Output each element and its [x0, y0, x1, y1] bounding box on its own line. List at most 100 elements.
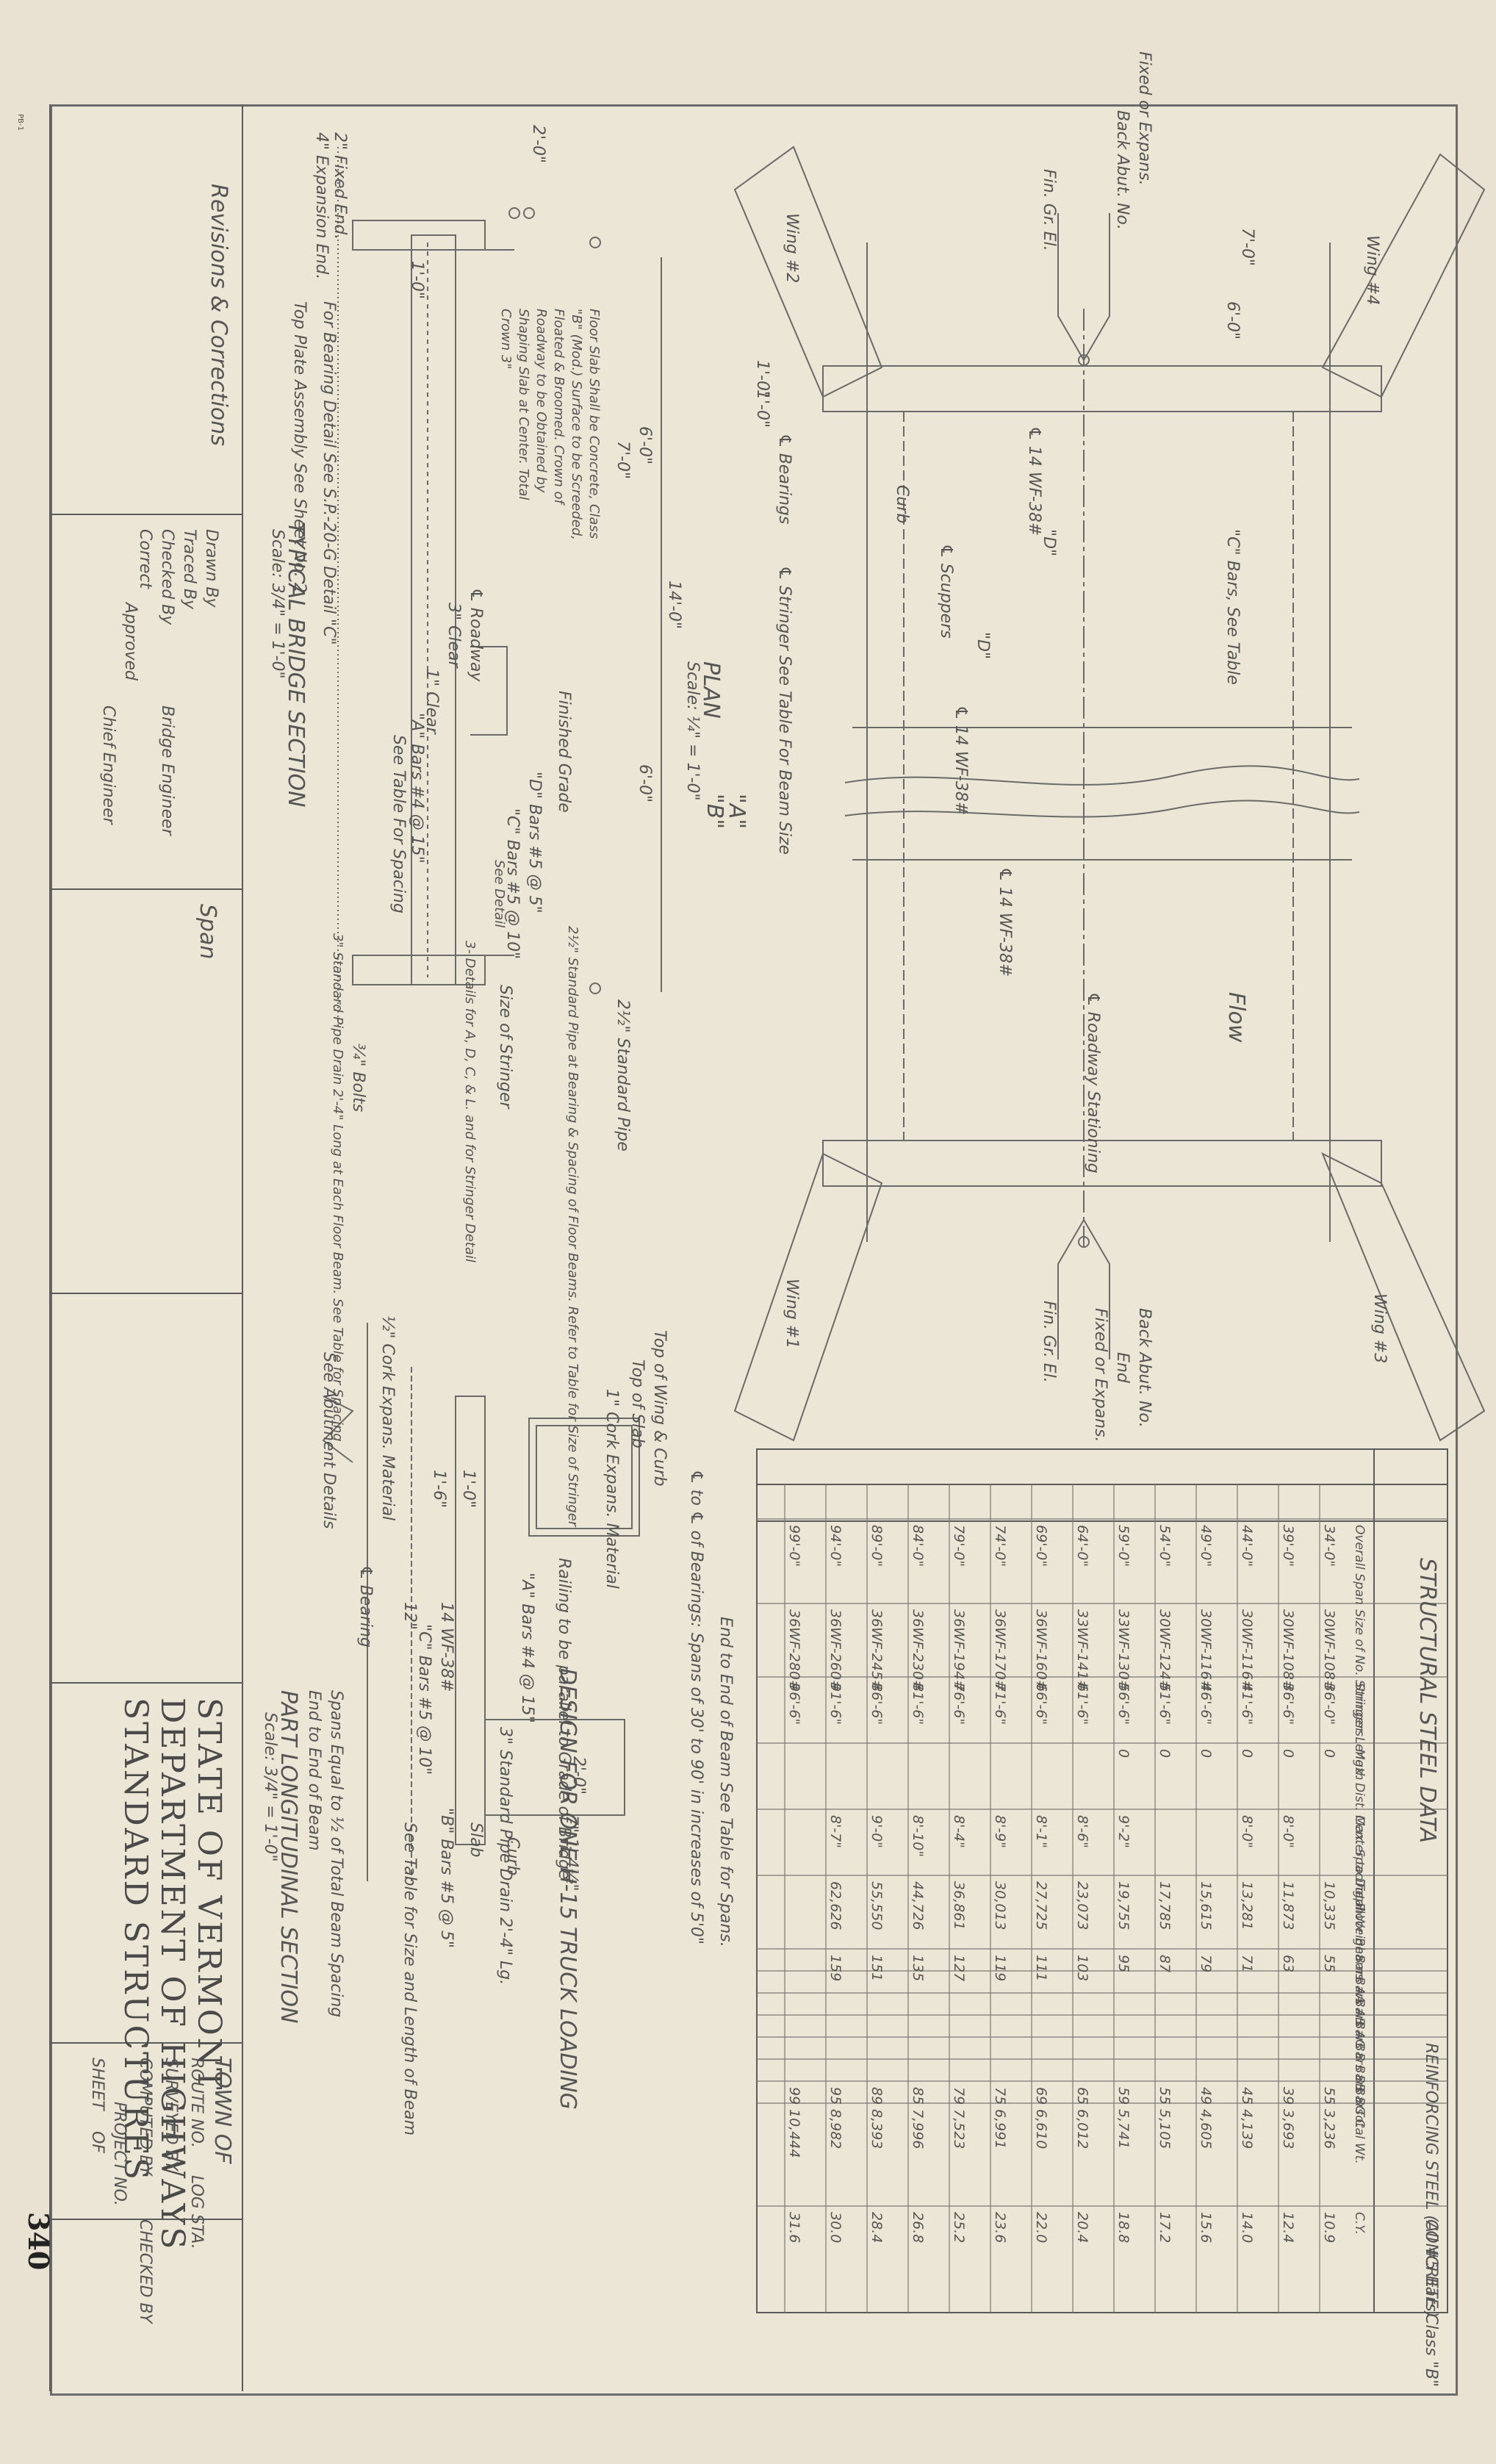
table-cell: 30WF-108# — [1321, 1609, 1337, 1692]
drawing-sheet — [50, 104, 1458, 2396]
print-stamp: PB-1 — [16, 114, 24, 131]
table-header-cell: C.Y. — [1352, 2212, 1367, 2235]
table-cell: 28.4 — [869, 2212, 885, 2244]
table-cell: 36WF-230# — [910, 1609, 926, 1692]
table-cell: 8'-4" — [951, 1815, 967, 1848]
table-cell: 19,755 — [1115, 1881, 1132, 1930]
table-cell: 10.9 — [1321, 2212, 1337, 2244]
route-label: ROUTE NO. — [187, 2058, 206, 2148]
project-label: PROJECT NO. — [110, 2102, 129, 2206]
top-slab: Top of Slab — [628, 1359, 647, 1448]
table-header-cell: Total Weight — [1352, 1881, 1367, 1960]
table-cell: 135 — [910, 1955, 926, 1982]
checked-by: Checked By — [158, 529, 176, 625]
section-dim-6-0b: 6'-0" — [636, 764, 654, 803]
long-curb: Curb — [503, 1837, 522, 1876]
span-label: Span — [195, 904, 220, 960]
long-dim-12: 12" — [400, 1602, 419, 1631]
long-a-bars: "A" Bars #4 @ 15" — [518, 1573, 536, 1723]
table-cell: 44'-0" — [1239, 1525, 1255, 1567]
spacing-note: See Table For Spacing — [389, 735, 408, 913]
end-to-end: End to End of Beam — [305, 1690, 323, 1851]
checked-label: CHECKED BY — [136, 2219, 154, 2324]
b-dim: "B" — [702, 794, 727, 830]
spans-note: Spans Equal to ½ of Total Beam Spacing — [327, 1690, 345, 2018]
plan-view — [733, 146, 1486, 1442]
table-cell: 15.6 — [1198, 2212, 1214, 2244]
table-cell: 36WF-280# — [786, 1609, 802, 1692]
end-label: End — [1113, 1352, 1132, 1383]
table-cell: 79 — [1198, 1955, 1214, 1973]
table-cell: 103 — [1074, 1955, 1090, 1982]
table-cell: 89'-0" — [869, 1525, 885, 1567]
table-cell: 8'-9" — [992, 1815, 1008, 1848]
state-title: STATE OF VERMONT — [190, 1698, 228, 2092]
table-cell: 49 — [1198, 2087, 1214, 2105]
typical-section — [337, 147, 662, 1029]
section-dim-6-0: 6'-0" — [636, 426, 654, 465]
section-dim-7-0: 7'-0" — [614, 441, 632, 480]
fixed-end: 2" Fixed End. — [331, 132, 349, 240]
table-cell: 30,013 — [992, 1881, 1008, 1930]
long-slab: Slab — [467, 1822, 485, 1858]
roadway-centerline: ℄ Roadway — [467, 588, 485, 682]
table-cell: 6,991 — [992, 2109, 1008, 2149]
wing-4-label: Wing #4 — [1363, 235, 1381, 306]
table-cell: 84'-0" — [910, 1525, 926, 1567]
table-cell: 26.8 — [910, 2212, 926, 2244]
plan-scale: Scale: ¼" = 1'-0" — [683, 661, 702, 801]
see-detail-label: See Detail — [492, 860, 507, 928]
revisions-label: Revisions & Corrections — [206, 184, 231, 446]
table-cell: 8'-6" — [1074, 1815, 1090, 1848]
section-dim-1-0: 1'-0" — [408, 261, 426, 300]
table-cell: 9'-0" — [869, 1815, 885, 1848]
table-cell: 13,281 — [1239, 1881, 1255, 1930]
table-cell: 30.0 — [827, 2212, 844, 2244]
table-cell: 69 — [1033, 2087, 1049, 2105]
table-cell: 0 — [1280, 1749, 1296, 1759]
table-header-cell: Total Wt. — [1352, 2109, 1367, 2164]
table-cell: 25.2 — [951, 2212, 967, 2244]
a-bars-label: "A" Bars #4 @ 15" — [408, 713, 426, 863]
table-cell: 23.6 — [992, 2212, 1008, 2244]
bearing-label: ℄ Bearing — [356, 1565, 375, 1648]
table-cell: 56'-6" — [1115, 1683, 1132, 1725]
table-cell: 23,073 — [1074, 1881, 1090, 1930]
table-cell: 30WF-108# — [1280, 1609, 1296, 1692]
top-wing-curb: Top of Wing & Curb — [650, 1330, 669, 1487]
table-cell: 30WF-124# — [1157, 1609, 1173, 1692]
cork-material-2: ½" Cork Expans. Material — [378, 1315, 397, 1521]
back-abut-top: Back Abut. No. — [1113, 110, 1132, 230]
table-cell: 39 — [1280, 2087, 1296, 2105]
table-cell: 55,550 — [869, 1881, 885, 1930]
table-cell: 8'-1" — [1033, 1815, 1049, 1848]
table-cell: 44,726 — [910, 1881, 926, 1930]
approved-label: Approved — [121, 603, 140, 681]
size-of-stringer: Size of Stringer — [496, 985, 514, 1109]
table-cell: 76'-6" — [951, 1683, 967, 1725]
table-cell: 0 — [1115, 1749, 1132, 1759]
cork-material: 1" Cork Expans. Material — [603, 1389, 621, 1589]
table-cell: 59 — [1115, 2087, 1132, 2105]
table-cell: 99 — [786, 2087, 802, 2105]
table-cell: 20.4 — [1074, 2212, 1090, 2244]
table-cell: 6,610 — [1033, 2109, 1049, 2149]
table-cell: 5,741 — [1115, 2109, 1132, 2149]
table-cell: 10,335 — [1321, 1881, 1337, 1930]
table-cell: 62,626 — [827, 1881, 844, 1930]
long-b-bars: "B" Bars #5 @ 5" — [437, 1808, 456, 1948]
bridge-engineer: Bridge Engineer — [158, 705, 176, 836]
longitudinal-section — [322, 1323, 640, 1881]
table-cell: 79 — [951, 2087, 967, 2105]
table-cell: 8'-0" — [1280, 1815, 1296, 1848]
table-cell: 99'-0" — [786, 1525, 802, 1567]
computed-label: COMPUTED BY — [136, 2058, 154, 2176]
table-cell: 64'-0" — [1074, 1525, 1090, 1567]
long-dim-1-0: 1'-0" — [459, 1470, 478, 1509]
flow-label: Flow — [1223, 992, 1249, 1043]
ends-note: End to End of Beam See Table for Spans. — [716, 1617, 735, 1947]
long-section-title: PART LONGITUDINAL SECTION — [276, 1690, 301, 2024]
steel-data-title: STRUCTURAL STEEL DATA — [1414, 1558, 1440, 1844]
table-cell: 85 — [910, 2087, 926, 2105]
correct-label: Correct — [136, 529, 154, 589]
